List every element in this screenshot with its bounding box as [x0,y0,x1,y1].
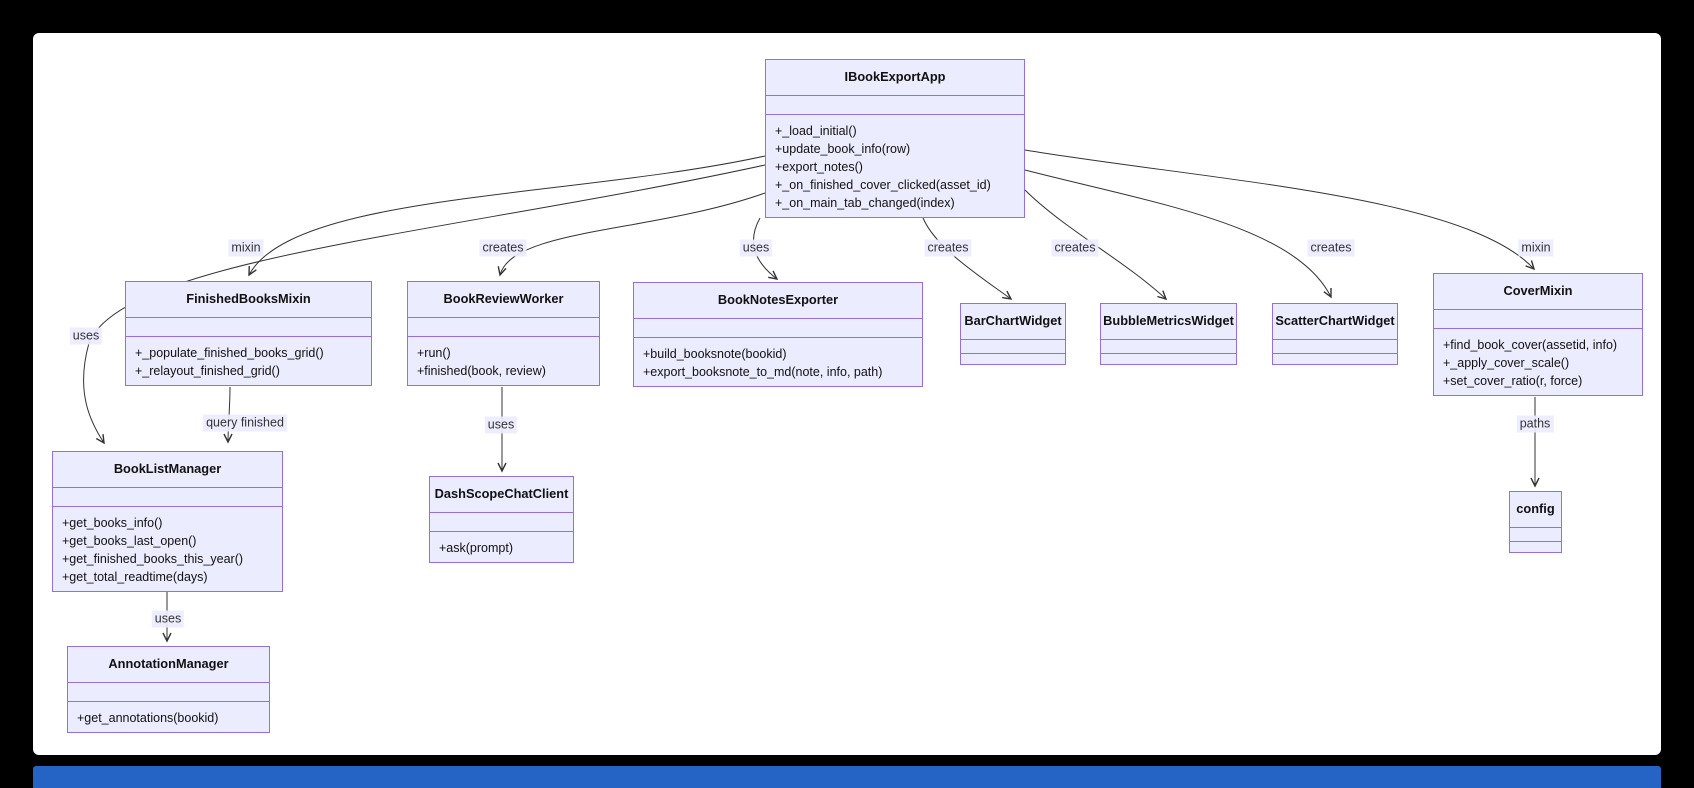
edge-app-mixin-finishedbooksmixin [248,155,766,277]
method-signature: +get_total_readtime(days) [62,570,208,584]
method-signature: +set_cover_ratio(r, force) [1443,374,1583,388]
class-ibookexportapp: IBookExportApp +_load_initial() +update_bo… [765,59,1025,218]
class-title: FinishedBooksMixin [126,282,371,318]
methods-compartment: +get_books_info() +get_books_last_open() +… [53,507,282,593]
attributes-compartment [961,340,1065,354]
edge-app-creates-bookreviewworker [497,192,766,277]
methods-compartment: +ask(prompt) [430,532,573,564]
class-title: BookNotesExporter [634,283,922,319]
class-covermixin: CoverMixin +find_book_cover(assetid, info… [1433,273,1643,396]
attributes-compartment [634,319,922,338]
method-signature: +get_books_info() [62,516,163,530]
bottom-window-bar [33,766,1661,788]
method-signature: +update_book_info(row) [775,142,911,156]
class-scatterchartwidget: ScatterChartWidget [1272,303,1398,365]
class-barchartwidget: BarChartWidget [960,303,1066,365]
methods-compartment: +build_booksnote(bookid) +export_booksnot… [634,338,922,388]
class-finishedbooksmixin: FinishedBooksMixin +_populate_finished_bo… [125,281,372,386]
method-signature: +finished(book, review) [417,364,546,378]
methods-compartment [1273,354,1397,368]
methods-compartment [1510,542,1561,556]
class-bookreviewworker: BookReviewWorker +run() +finished(book, re… [407,281,600,386]
methods-compartment [961,354,1065,368]
class-config: config [1509,491,1562,553]
methods-compartment: +run() +finished(book, review) [408,337,599,387]
attributes-compartment [68,683,269,702]
method-signature: +_load_initial() [775,124,857,138]
method-signature: +_on_main_tab_changed(index) [775,196,955,210]
edge-label-app-creates-bubblemetricswidget: creates [1051,239,1099,257]
class-title: CoverMixin [1434,274,1642,310]
class-dashscopechatclient: DashScopeChatClient +ask(prompt) [429,476,574,563]
edge-label-app-mixin-covermixin: mixin [1518,239,1554,257]
class-title: ScatterChartWidget [1273,304,1397,340]
class-booklistmanager: BookListManager+get_books_info()+get_boo… [52,451,283,592]
edge-label-app-mixin-finishedbooksmixin: mixin [228,239,264,257]
method-signature: +get_annotations(bookid) [77,711,219,725]
class-title: BarChartWidget [961,304,1065,340]
method-signature: +_populate_finished_books_grid() [135,346,324,360]
edge-label-app-uses-booknotesexporter: uses [739,239,773,257]
class-title: AnnotationManager [68,647,269,683]
edge-app-creates-scatterchartwidget [1024,169,1332,299]
attributes-compartment [1273,340,1397,354]
attributes-compartment [1434,310,1642,329]
class-title: DashScopeChatClient [430,477,573,513]
attributes-compartment [766,96,1024,115]
method-signature: +build_booksnote(bookid) [643,347,787,361]
methods-compartment [1101,354,1236,368]
methods-compartment: +find_book_cover(assetid, info) +_apply_c… [1434,329,1642,397]
diagram-canvas: IBookExportApp +_load_initial() +update_bo… [33,33,1661,755]
edge-label-covermixin-paths-config: paths [1516,415,1554,433]
method-signature: +get_finished_books_this_year() [62,552,244,566]
method-signature: +ask(prompt) [439,541,513,555]
method-signature: +_relayout_finished_grid() [135,364,280,378]
edge-app-creates-barchartwidget [922,217,1013,300]
edge-label-app-creates-barchartwidget: creates [924,239,972,257]
methods-compartment: +_populate_finished_books_grid() +_relayo… [126,337,371,387]
class-title: BookReviewWorker [408,282,599,318]
methods-compartment: +_load_initial() +update_book_info(row) +e… [766,115,1024,219]
method-signature: +get_books_last_open() [62,534,197,548]
method-signature: +_on_finished_cover_clicked(asset_id) [775,178,991,192]
attributes-compartment [126,318,371,337]
class-annotationmanager: AnnotationManager +get_annotations(bookid… [67,646,270,733]
class-title: IBookExportApp [766,60,1024,96]
edge-label-finished-queryfinished-booklist: query finished [203,414,287,432]
edge-label-reviewworker-uses-dashscope: uses [484,416,518,434]
attributes-compartment [53,488,282,507]
edge-label-booklist-uses-annotation: uses [151,610,185,628]
edge-label-app-uses-booklistmanager: uses [69,327,103,345]
method-signature: +run() [417,346,451,360]
class-booknotesexporter: BookNotesExporter +build_booksnote(bookid… [633,282,923,387]
methods-compartment: +get_annotations(bookid) [68,702,269,734]
edge-app-mixin-covermixin [1024,149,1536,271]
class-title: BubbleMetricsWidget [1101,304,1236,340]
method-signature: +export_booksnote_to_md(note, info, path… [643,365,883,379]
attributes-compartment [430,513,573,532]
class-bubblemetricswidget: BubbleMetricsWidget [1100,303,1237,365]
attributes-compartment [1101,340,1236,354]
method-signature: +_apply_cover_scale() [1443,356,1570,370]
class-title: BookListManager [53,452,282,488]
method-signature: +find_book_cover(assetid, info) [1443,338,1618,352]
attributes-compartment [408,318,599,337]
edge-label-app-creates-bookreviewworker: creates [479,239,527,257]
method-signature: +export_notes() [775,160,863,174]
class-title: config [1510,492,1561,528]
edge-label-app-creates-scatterchartwidget: creates [1307,239,1355,257]
attributes-compartment [1510,528,1561,542]
